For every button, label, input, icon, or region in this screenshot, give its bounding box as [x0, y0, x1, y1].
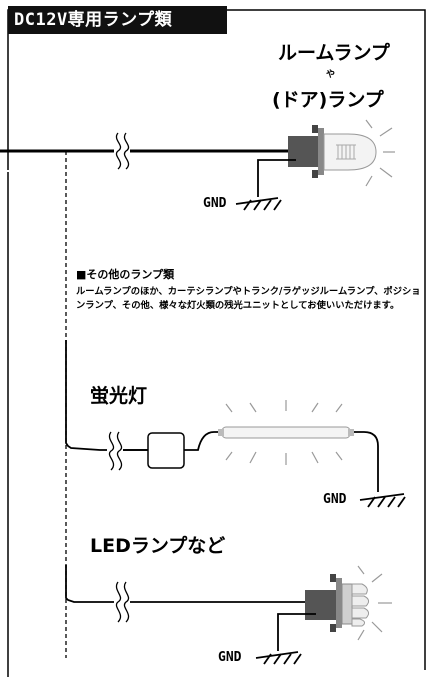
led-wire: [65, 565, 305, 603]
room-lamp-connector: や: [326, 70, 336, 80]
led-gnd-wire: [277, 613, 316, 651]
led-gnd-label: GND: [218, 650, 242, 665]
led-label: LEDランプなど: [90, 535, 226, 557]
room-lamp-rays: [365, 119, 395, 187]
room-lamp-gnd-label: GND: [203, 196, 227, 211]
led-rays: [357, 565, 392, 641]
note-heading: ■その他のランプ類: [76, 268, 175, 281]
fluorescent-gnd-wire: [354, 431, 379, 492]
wire-break-2: [107, 431, 123, 471]
led-lamp-bulb: [305, 574, 370, 632]
fluorescent-gnd-label: GND: [323, 492, 347, 507]
ballast-box: [147, 432, 185, 469]
fluorescent-label: 蛍光灯: [90, 385, 148, 407]
room-lamp-gnd-wire: [257, 159, 296, 197]
led-ground-symbol: [255, 651, 302, 665]
door-lamp-label: (ドア)ランプ: [272, 89, 384, 111]
fluorescent-ground-symbol: [359, 493, 406, 508]
wire-break-3: [114, 581, 130, 623]
note-body: ルームランプのほか、カーテシランプやトランク/ラゲッジルームランプ、ポジションラ…: [76, 286, 421, 311]
fluorescent-tube: [218, 426, 354, 439]
fluorescent-rays: [225, 400, 343, 465]
room-lamp-ground-symbol: [235, 197, 282, 211]
wire-break-1: [114, 132, 130, 170]
room-lamp-label: ルームランプ: [278, 42, 390, 64]
page-title: DC12V専用ランプ類: [8, 6, 227, 34]
room-lamp-bulb: [288, 125, 377, 178]
